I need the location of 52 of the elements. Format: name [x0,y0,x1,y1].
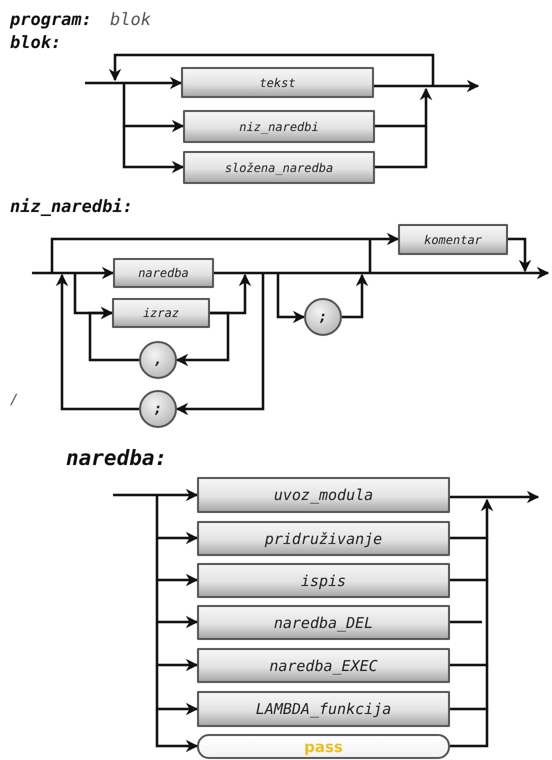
arrow [176,312,230,366]
rail-line [450,709,488,748]
arrow [156,709,198,752]
arrow [156,665,198,716]
nonterminal-box: niz_naredbi [183,110,375,143]
nonterminal-box: naredba_DEL [197,605,450,640]
arrow [56,274,139,410]
rule-heading: program: [10,10,92,30]
nonterminal-box: pridruživanje [197,521,450,556]
arrow [374,80,480,92]
nonterminal-box: naredba_EXEC [197,648,450,683]
rule-heading: niz_naredbi: [10,197,133,217]
arrow [450,490,540,504]
arrow [450,498,494,540]
arrow [122,126,184,174]
nonterminal-box: naredba [113,258,214,288]
arrow [375,88,432,128]
rule-heading: blok: [10,33,62,53]
arrow [32,266,114,280]
arrow [113,488,198,502]
nonterminal-box: uvoz_modula [197,477,450,513]
nonterminal-box: LAMBDA_funkcija [197,691,450,727]
arrow [508,238,532,272]
arrow [85,76,182,90]
nonterminal-box: složena_naredba [183,151,375,184]
rule-text: blok [110,10,151,30]
rail-line [450,580,488,666]
arrow [156,538,198,586]
rail-line [375,126,428,168]
rule-heading: naredba: [66,446,168,470]
nonterminal-box: tekst [181,67,374,98]
arrow [342,274,368,318]
arrow [156,580,198,628]
keyword-box: pass [197,734,450,759]
arrow [214,266,550,280]
rail-line [450,538,488,582]
nonterminal-box: komentar [398,224,508,255]
nonterminal-box: ispis [197,563,450,598]
rule-text: / [10,392,18,408]
terminal-circle: ; [304,298,342,336]
arrow [276,273,306,324]
arrow [50,232,400,273]
arrow [122,83,184,132]
arrow [156,622,198,672]
arrow [176,273,264,416]
rail-line [450,620,482,624]
arrow [156,495,198,544]
nonterminal-box: izraz [112,298,210,328]
rail-line [450,665,488,710]
terminal-circle: , [139,341,177,379]
arrow [88,306,139,362]
terminal-circle: ; [139,390,177,428]
